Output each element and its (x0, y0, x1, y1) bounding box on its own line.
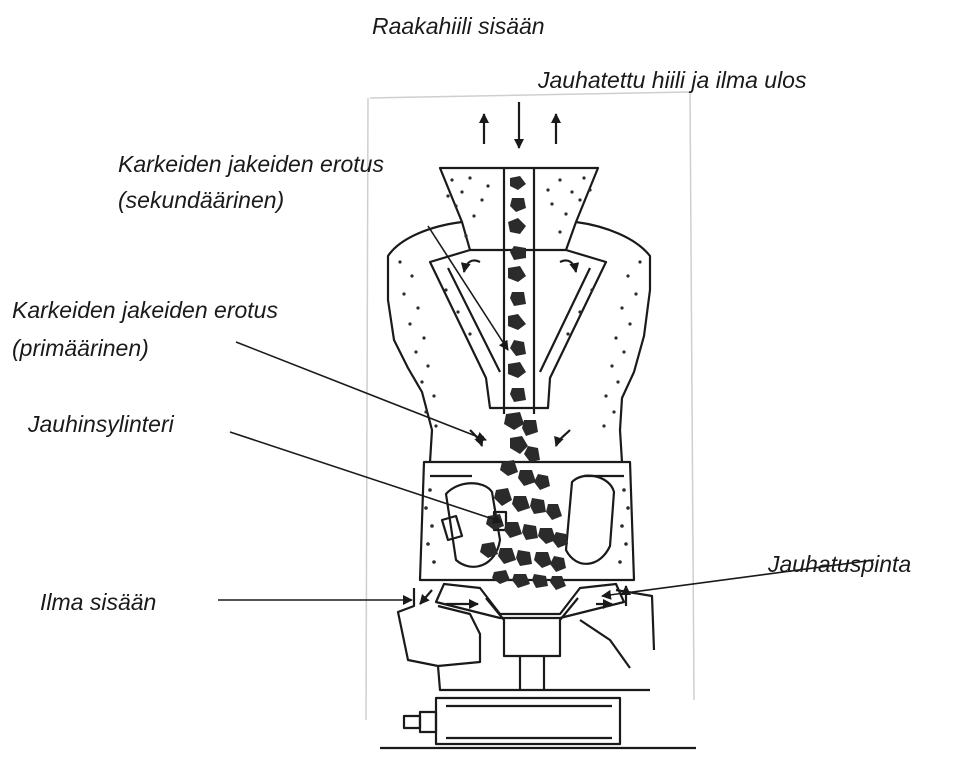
label-coarse-separation-secondary-line2: (sekundäärinen) (118, 184, 284, 216)
label-grinding-cylinder: Jauhinsylinteri (28, 408, 174, 440)
label-air-in: Ilma sisään (40, 586, 156, 618)
label-coarse-separation-primary-line1: Karkeiden jakeiden erotus (12, 294, 278, 326)
scan-border (366, 92, 694, 720)
label-coarse-separation-secondary-line1: Karkeiden jakeiden erotus (118, 148, 384, 180)
label-raw-coal-in: Raakahiili sisään (372, 10, 545, 42)
label-ground-coal-air-out: Jauhatettu hiili ja ilma ulos (538, 64, 806, 96)
label-coarse-separation-primary-line2: (primäärinen) (12, 332, 149, 364)
coal-lumps (480, 176, 568, 590)
label-grinding-surface: Jauhatuspinta (768, 548, 911, 580)
